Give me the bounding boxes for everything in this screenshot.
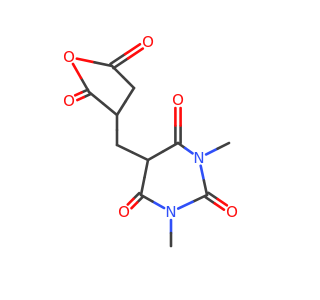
single-bond xyxy=(87,90,105,105)
oxygen-atom-label: O xyxy=(172,91,184,109)
single-bond xyxy=(121,75,136,90)
bond-layer xyxy=(71,42,231,248)
single-bond xyxy=(176,141,187,150)
single-bond xyxy=(216,141,231,151)
oxygen-atom-label: O xyxy=(63,92,75,110)
single-bond xyxy=(115,143,134,154)
double-bond-line xyxy=(213,202,226,211)
single-bond xyxy=(143,158,150,179)
molecule-structure-diagram: O O O O O O N N xyxy=(63,33,238,248)
double-bond-line xyxy=(132,191,141,201)
oxygen-atom-label: O xyxy=(226,203,238,221)
atom-label-layer: O O O O O O N N xyxy=(63,33,238,221)
double-bond-line xyxy=(112,57,130,70)
double-bond-line xyxy=(73,91,83,97)
double-bond-line xyxy=(204,195,217,205)
single-bond xyxy=(161,141,180,153)
single-bond xyxy=(151,200,166,210)
single-bond xyxy=(176,200,194,210)
nitrogen-atom-label: N xyxy=(193,149,204,167)
single-bond xyxy=(93,61,114,68)
double-bond-line xyxy=(126,197,135,206)
single-bond xyxy=(139,176,146,197)
single-bond xyxy=(71,62,83,80)
single-bond xyxy=(110,64,125,79)
single-bond xyxy=(204,147,219,156)
nitrogen-atom-label: N xyxy=(165,203,176,221)
double-bond-line xyxy=(76,95,86,102)
double-bond-line xyxy=(135,195,145,204)
double-bond-line xyxy=(126,47,145,60)
single-bond xyxy=(75,57,96,64)
oxygen-atom-label: O xyxy=(118,203,130,221)
double-bond-line xyxy=(109,52,127,66)
double-bond-line xyxy=(130,201,139,210)
oxygen-atom-label: O xyxy=(142,33,154,51)
single-bond xyxy=(191,193,209,204)
single-bond xyxy=(202,179,209,197)
single-bond xyxy=(199,164,206,182)
single-bond xyxy=(115,100,127,117)
single-bond xyxy=(183,146,194,155)
oxygen-atom-label: O xyxy=(63,48,75,66)
single-bond xyxy=(124,86,136,103)
double-bond-line xyxy=(207,191,219,201)
double-bond-line xyxy=(123,42,142,56)
double-bond-line xyxy=(216,197,229,207)
single-bond xyxy=(131,151,150,162)
single-bond xyxy=(101,102,119,117)
single-bond xyxy=(146,150,165,162)
